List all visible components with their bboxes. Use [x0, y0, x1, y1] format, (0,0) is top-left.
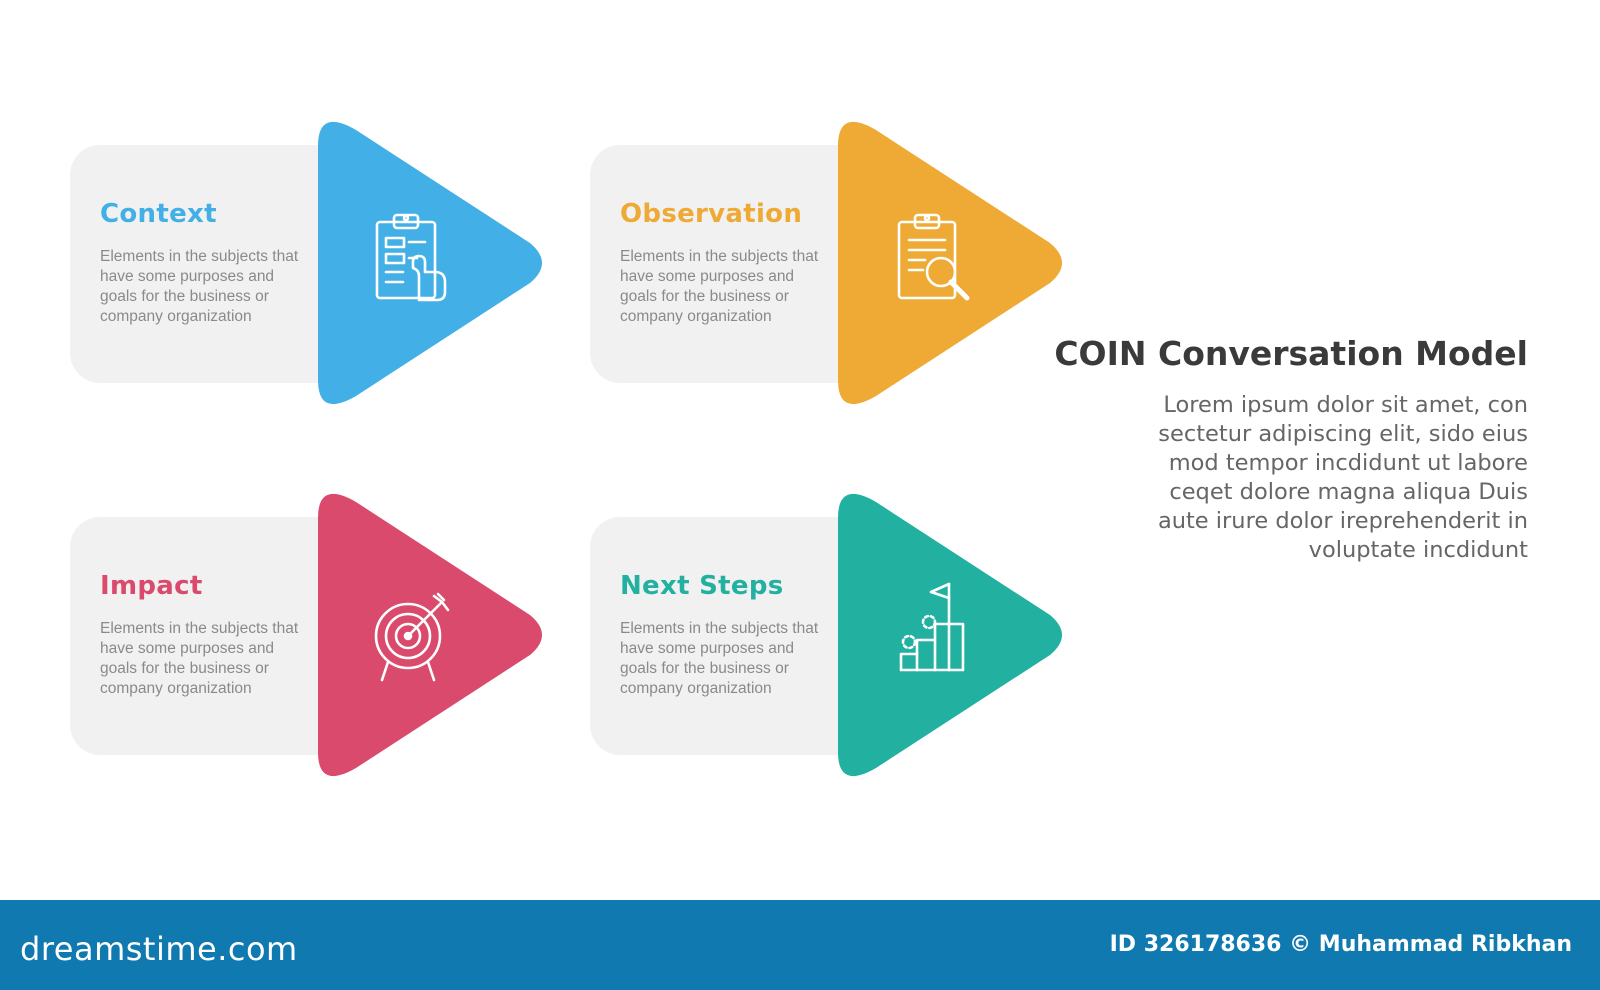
brand-logo[interactable]: dreamstime.com — [20, 930, 298, 968]
context-description: Elements in the subjects that have some … — [100, 248, 299, 325]
model-description: Lorem ipsum dolor sit amet, con sectetur… — [1157, 392, 1528, 563]
observation-title: Observation — [620, 199, 803, 229]
context-arrow — [318, 108, 554, 418]
impact-title: Impact — [100, 571, 203, 601]
context-title: Context — [100, 199, 217, 229]
clipboard-magnifier-icon — [895, 210, 979, 306]
context-arrow-shape — [318, 121, 542, 405]
stairs-flag-icon — [895, 580, 979, 676]
target-arrow-icon — [372, 590, 456, 686]
clipboard-hand-icon — [373, 210, 457, 306]
impact-description: Elements in the subjects that have some … — [100, 620, 299, 697]
next-steps-description: Elements in the subjects that have some … — [620, 620, 819, 697]
model-title: COIN Conversation Model — [1054, 334, 1528, 373]
footer-bar: dreamstime.com ID 326178636 © Muhammad R… — [0, 900, 1600, 990]
observation-description: Elements in the subjects that have some … — [620, 248, 819, 325]
image-credit: ID 326178636 © Muhammad Ribkhan — [1109, 932, 1572, 957]
next-steps-title: Next Steps — [620, 571, 784, 601]
